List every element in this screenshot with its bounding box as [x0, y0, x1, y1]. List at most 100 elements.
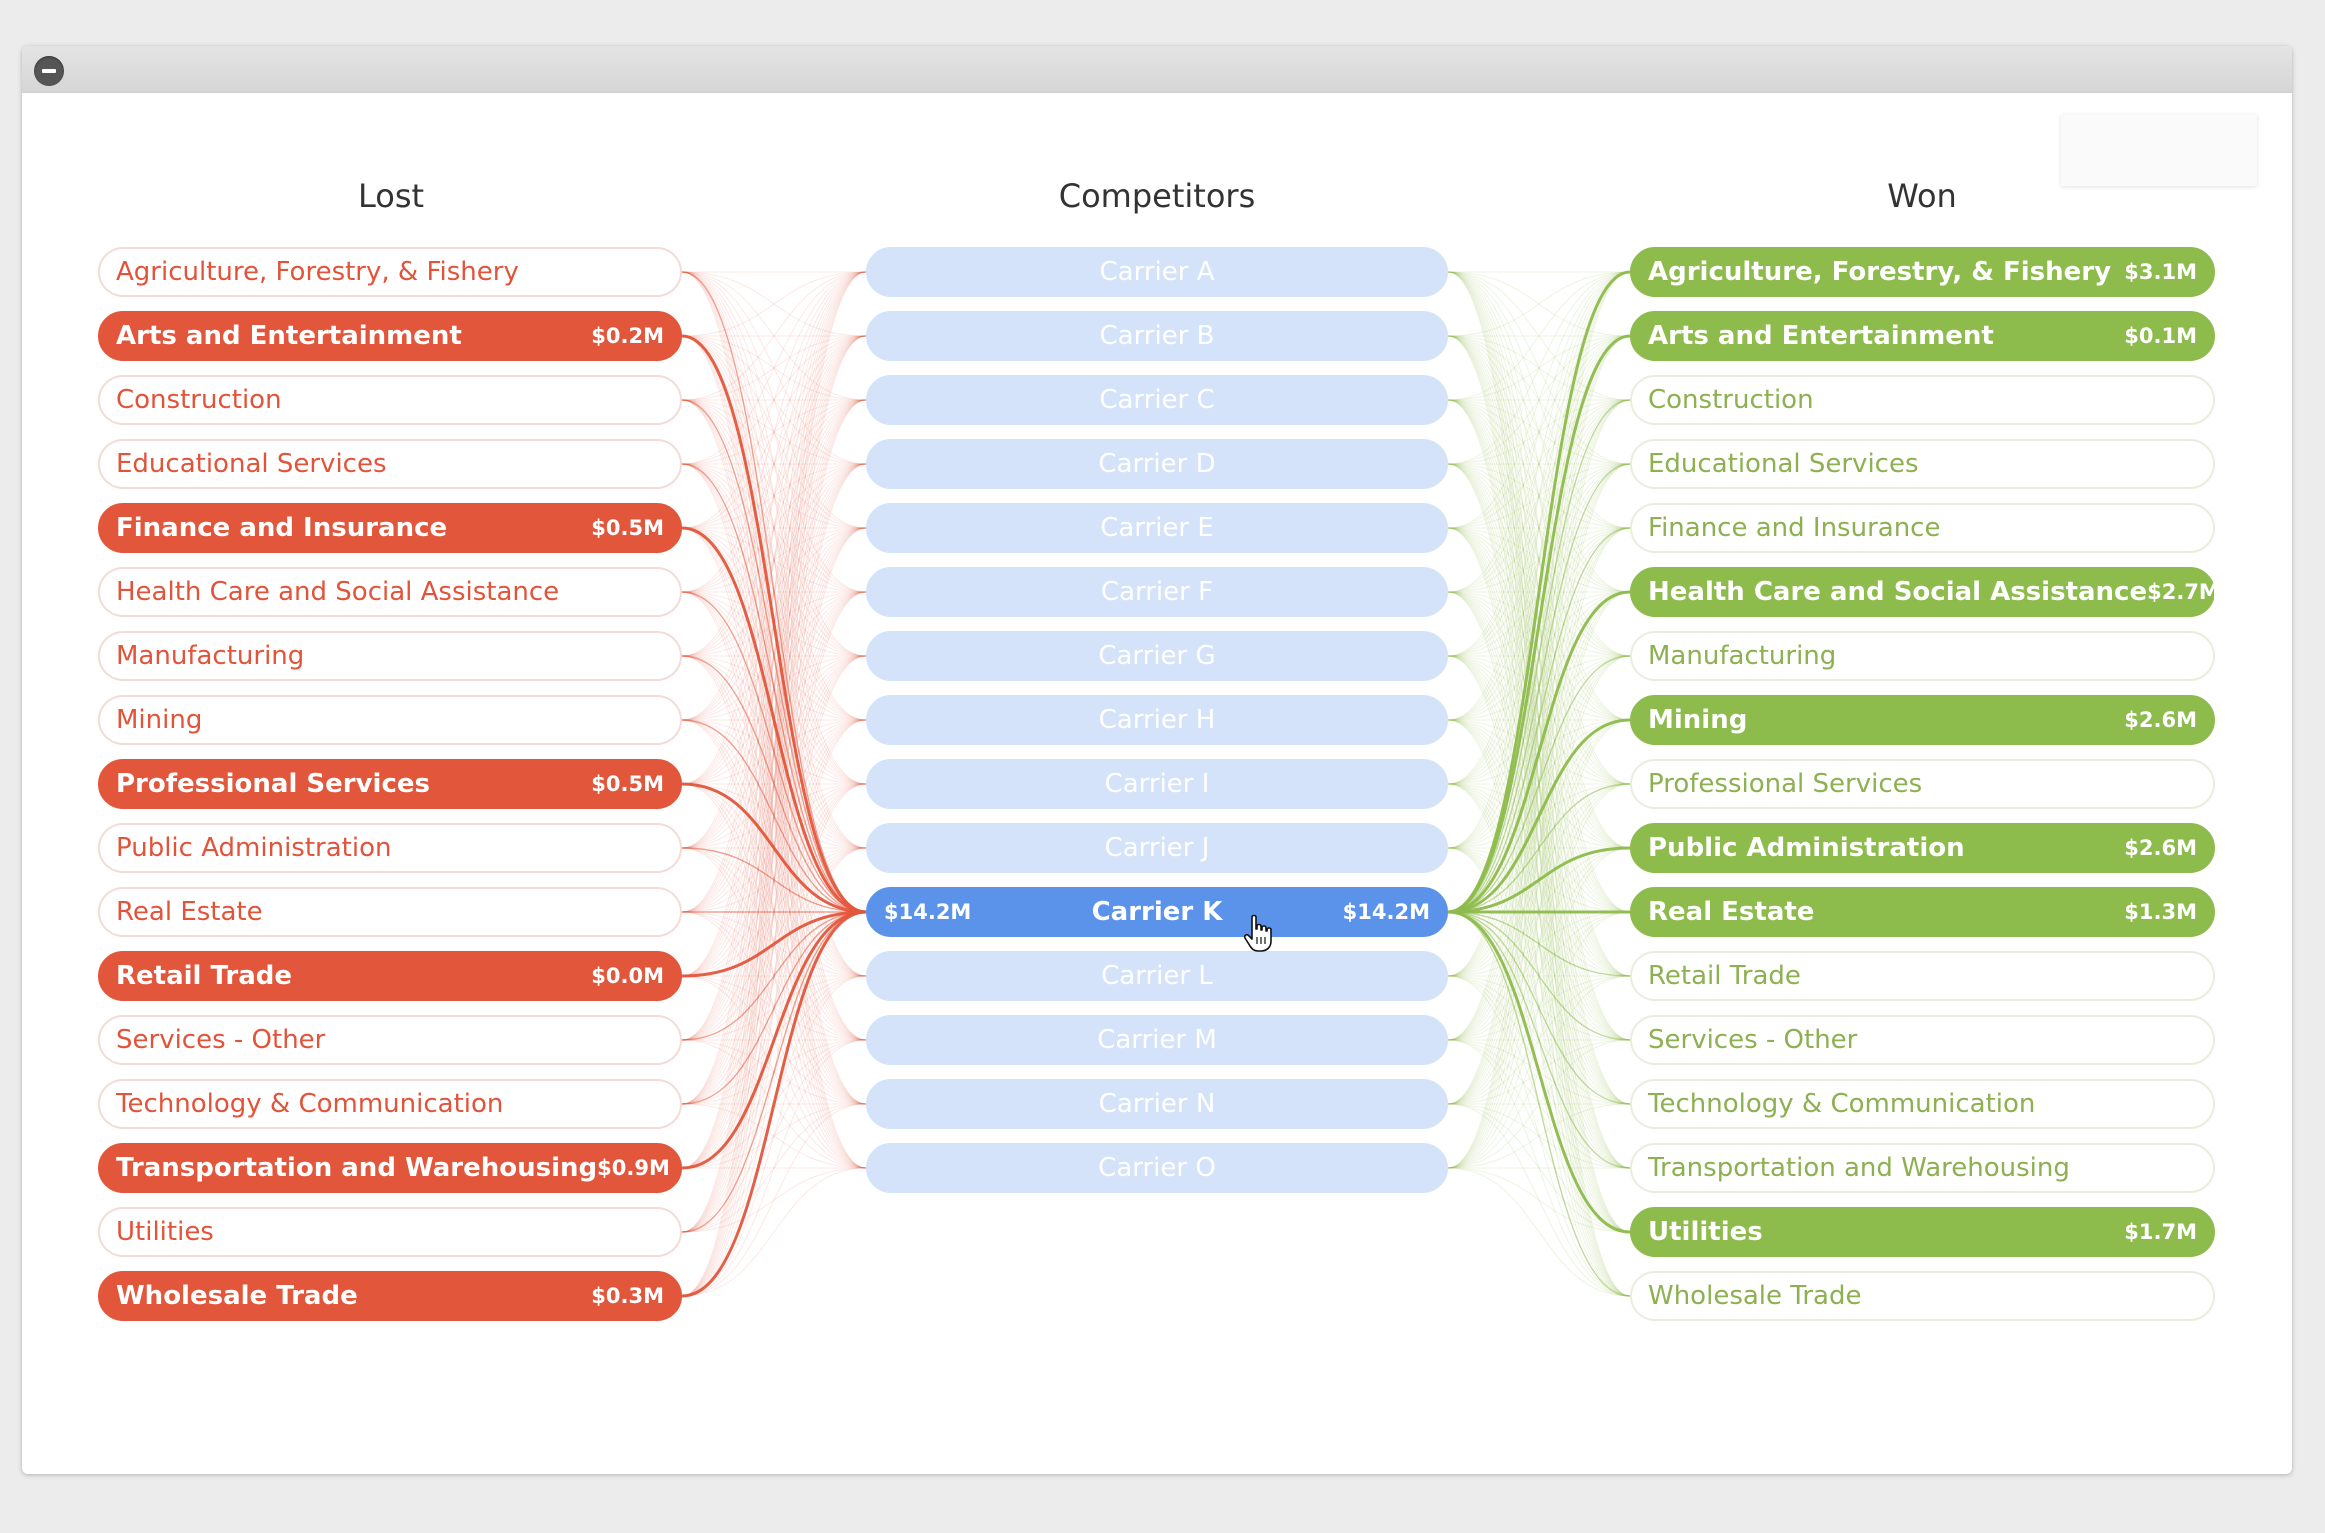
competitor-carrier-a[interactable]: Carrier A [866, 247, 1448, 297]
won-industry-label: Utilities [1648, 1217, 1763, 1247]
won-industry-utilities[interactable]: Utilities$1.7M [1630, 1207, 2215, 1257]
lost-link-selected [681, 847, 867, 913]
lost-industry-label: Transportation and Warehousing [116, 1153, 598, 1183]
lost-industry-professional-services[interactable]: Professional Services$0.5M [98, 759, 682, 809]
won-link-selected [1447, 911, 1631, 1169]
lost-link-faint [681, 335, 867, 401]
lost-link-faint [681, 271, 867, 401]
won-industry-finance-and-insurance[interactable]: Finance and Insurance [1630, 503, 2215, 553]
competitor-label: Carrier M [1097, 1025, 1217, 1055]
competitor-carrier-e[interactable]: Carrier E [866, 503, 1448, 553]
won-industry-professional-services[interactable]: Professional Services [1630, 759, 2215, 809]
won-link-faint [1447, 271, 1631, 785]
lost-industry-label: Public Administration [116, 833, 392, 863]
won-link-faint [1447, 271, 1631, 721]
lost-industry-transportation-and-warehousing[interactable]: Transportation and Warehousing$0.9M [98, 1143, 682, 1193]
lost-industry-educational-services[interactable]: Educational Services [98, 439, 682, 489]
won-industry-construction[interactable]: Construction [1630, 375, 2215, 425]
competitor-carrier-h[interactable]: Carrier H [866, 695, 1448, 745]
won-link-faint [1447, 1039, 1631, 1233]
won-industry-arts-and-entertainment[interactable]: Arts and Entertainment$0.1M [1630, 311, 2215, 361]
lost-industry-manufacturing[interactable]: Manufacturing [98, 631, 682, 681]
competitor-carrier-o[interactable]: Carrier O [866, 1143, 1448, 1193]
won-link-faint [1447, 271, 1631, 529]
lost-industry-agriculture-forestry-and-fishery[interactable]: Agriculture, Forestry, & Fishery [98, 247, 682, 297]
competitor-carrier-d[interactable]: Carrier D [866, 439, 1448, 489]
won-industry-educational-services[interactable]: Educational Services [1630, 439, 2215, 489]
lost-link-faint [681, 335, 867, 529]
lost-link-faint [681, 399, 867, 529]
competitor-carrier-n[interactable]: Carrier N [866, 1079, 1448, 1129]
lost-industry-wholesale-trade[interactable]: Wholesale Trade$0.3M [98, 1271, 682, 1321]
competitor-carrier-m[interactable]: Carrier M [866, 1015, 1448, 1065]
competitor-carrier-i[interactable]: Carrier I [866, 759, 1448, 809]
won-link-faint [1447, 527, 1631, 593]
won-industry-public-administration[interactable]: Public Administration$2.6M [1630, 823, 2215, 873]
lost-industry-public-administration[interactable]: Public Administration [98, 823, 682, 873]
lost-industry-health-care-and-social-assistance[interactable]: Health Care and Social Assistance [98, 567, 682, 617]
lost-link-selected [681, 399, 867, 913]
won-link-faint [1447, 1103, 1631, 1297]
lost-link-selected [681, 911, 867, 1041]
lost-link-faint [681, 399, 867, 465]
won-link-selected [1447, 911, 1631, 1105]
competitor-carrier-g[interactable]: Carrier G [866, 631, 1448, 681]
won-link-faint [1447, 271, 1631, 785]
lost-link-faint [681, 271, 867, 721]
lost-link-selected [681, 334, 867, 914]
won-industry-wholesale-trade[interactable]: Wholesale Trade [1630, 1271, 2215, 1321]
window-titlebar [22, 46, 2292, 93]
lost-industry-real-estate[interactable]: Real Estate [98, 887, 682, 937]
won-industry-technology-and-communication[interactable]: Technology & Communication [1630, 1079, 2215, 1129]
lost-link-faint [681, 1103, 867, 1169]
lost-link-faint [681, 271, 867, 849]
competitor-label: Carrier A [1099, 257, 1215, 287]
collapse-icon[interactable] [34, 56, 64, 86]
competitor-label: Carrier I [1104, 769, 1210, 799]
lost-link-faint [681, 335, 867, 465]
won-link-faint [1447, 463, 1631, 657]
competitor-carrier-c[interactable]: Carrier C [866, 375, 1448, 425]
lost-link-faint [681, 1167, 867, 1233]
lost-link-faint [681, 335, 867, 657]
won-industry-agriculture-forestry-and-fishery[interactable]: Agriculture, Forestry, & Fishery$3.1M [1630, 247, 2215, 297]
lost-industry-arts-and-entertainment[interactable]: Arts and Entertainment$0.2M [98, 311, 682, 361]
lost-link-faint [681, 271, 867, 337]
lost-industry-utilities[interactable]: Utilities [98, 1207, 682, 1257]
lost-industry-retail-trade[interactable]: Retail Trade$0.0M [98, 951, 682, 1001]
won-link-faint [1447, 1039, 1631, 1297]
won-industry-transportation-and-warehousing[interactable]: Transportation and Warehousing [1630, 1143, 2215, 1193]
lost-industry-mining[interactable]: Mining [98, 695, 682, 745]
won-industry-retail-trade[interactable]: Retail Trade [1630, 951, 2215, 1001]
competitors-column-title: Competitors [1058, 177, 1256, 215]
won-industry-health-care-and-social-assistance[interactable]: Health Care and Social Assistance$2.7M [1630, 567, 2220, 617]
won-industry-amount: $2.7M [2147, 580, 2220, 604]
lost-industry-technology-and-communication[interactable]: Technology & Communication [98, 1079, 682, 1129]
competitor-carrier-f[interactable]: Carrier F [866, 567, 1448, 617]
lost-link-faint [681, 271, 867, 465]
won-link-faint [1447, 271, 1631, 465]
won-industry-real-estate[interactable]: Real Estate$1.3M [1630, 887, 2215, 937]
won-industry-manufacturing[interactable]: Manufacturing [1630, 631, 2215, 681]
lost-link-selected [681, 910, 867, 978]
competitor-carrier-l[interactable]: Carrier L [866, 951, 1448, 1001]
lost-link-faint [681, 271, 867, 785]
lost-industry-label: Health Care and Social Assistance [116, 577, 560, 607]
lost-industry-services-other[interactable]: Services - Other [98, 1015, 682, 1065]
won-link-faint [1447, 271, 1631, 657]
won-industry-services-other[interactable]: Services - Other [1630, 1015, 2215, 1065]
lost-link-faint [681, 271, 867, 849]
lost-industry-finance-and-insurance[interactable]: Finance and Insurance$0.5M [98, 503, 682, 553]
competitor-carrier-j[interactable]: Carrier J [866, 823, 1448, 873]
competitor-carrier-b[interactable]: Carrier B [866, 311, 1448, 361]
won-industry-mining[interactable]: Mining$2.6M [1630, 695, 2215, 745]
won-link-faint [1447, 463, 1631, 657]
competitor-lost-amount: $14.2M [884, 900, 972, 924]
competitor-label: Carrier B [1099, 321, 1215, 351]
lost-link-faint [681, 335, 867, 465]
won-link-faint [1447, 1167, 1631, 1233]
lost-industry-construction[interactable]: Construction [98, 375, 682, 425]
lost-industry-amount: $0.0M [591, 964, 664, 988]
